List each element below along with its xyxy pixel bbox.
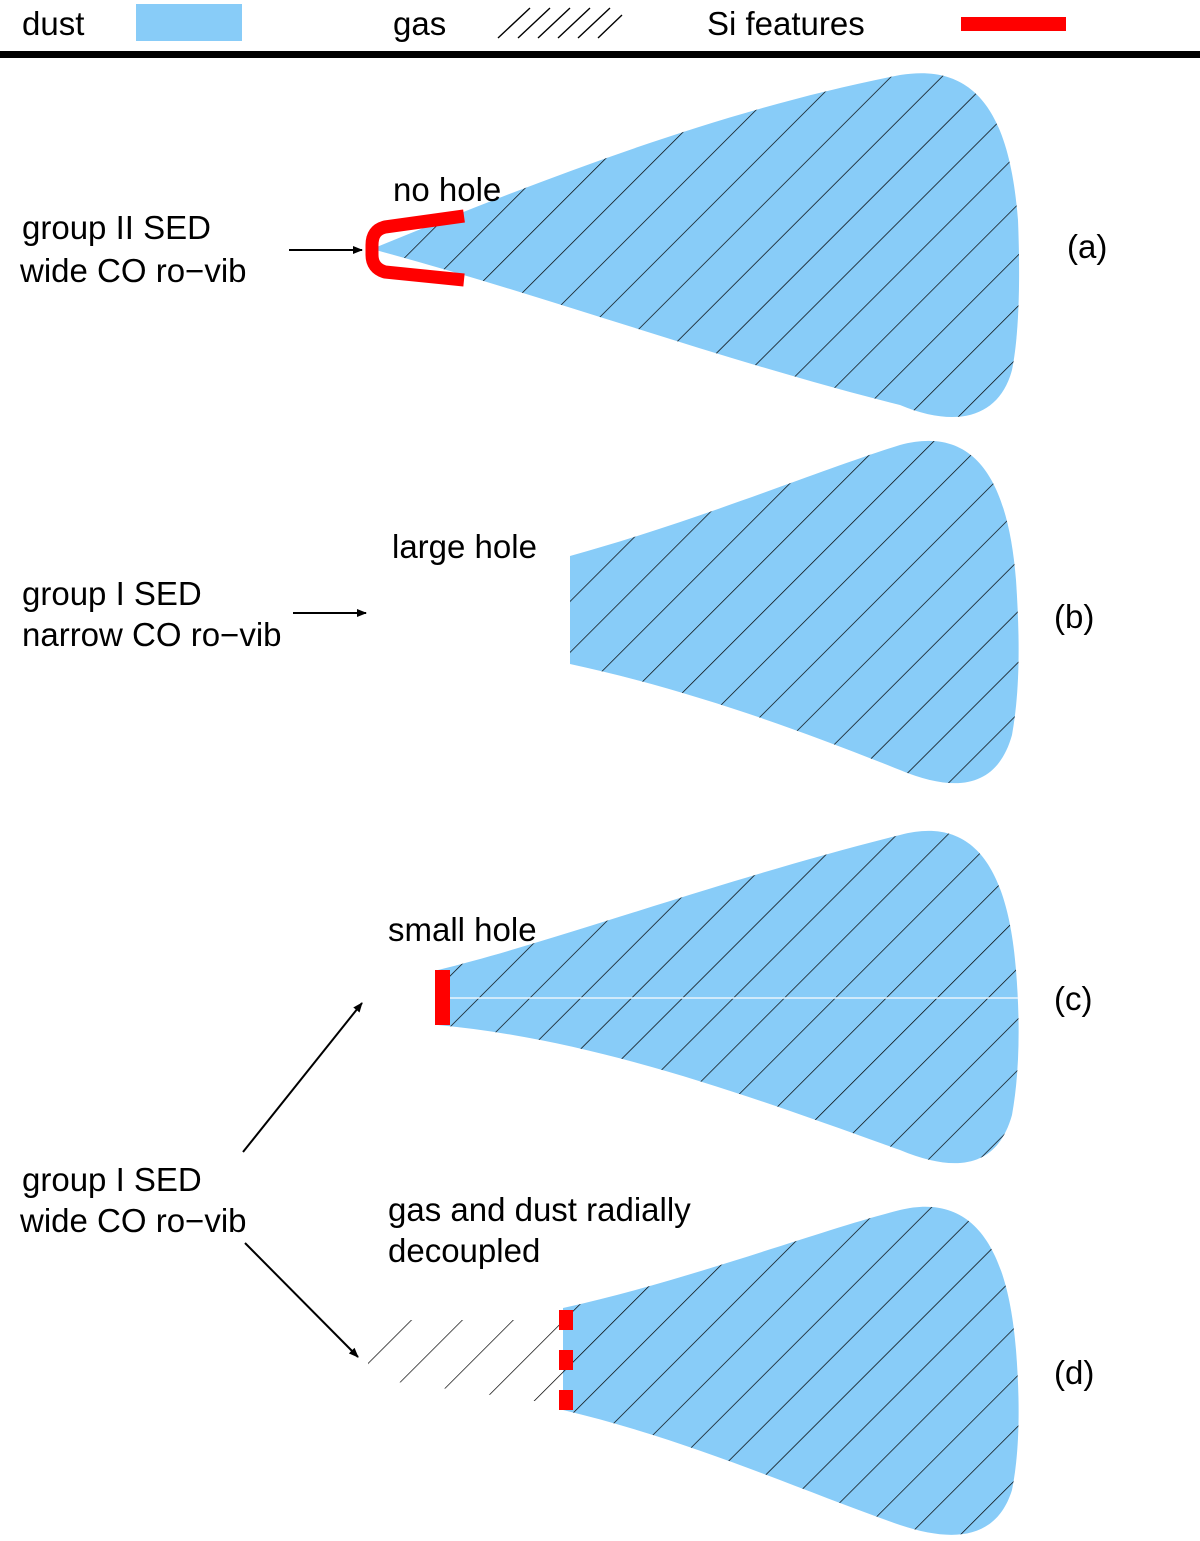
panel-a-tag: (a) bbox=[1067, 228, 1107, 265]
group-a-line2: wide CO ro−vib bbox=[19, 252, 247, 289]
panel-c-gas-hatch bbox=[438, 830, 1019, 1164]
legend-divider bbox=[0, 51, 1200, 58]
group-b-line1: group I SED bbox=[22, 575, 202, 612]
legend: dust gas Si features bbox=[0, 4, 1200, 58]
panel-b-tag: (b) bbox=[1054, 598, 1094, 635]
group-cd: group I SED wide CO ro−vib bbox=[19, 1002, 363, 1358]
panel-b: large hole (b) group I SED narrow CO ro−… bbox=[22, 440, 1094, 784]
panel-d-note-line1: gas and dust radially bbox=[388, 1191, 691, 1228]
panel-c: small hole (c) bbox=[388, 830, 1092, 1164]
panel-d-gas-hatch bbox=[563, 1206, 1019, 1535]
panel-d-tag: (d) bbox=[1054, 1354, 1094, 1391]
panel-a: no hole (a) group II SED wide CO ro−vib bbox=[19, 73, 1107, 418]
panel-a-gas-hatch bbox=[372, 73, 1020, 418]
panel-d-inner-gas-hatch bbox=[368, 1320, 563, 1405]
legend-gas-swatch bbox=[497, 7, 623, 39]
legend-si-label: Si features bbox=[707, 5, 865, 42]
panel-b-note: large hole bbox=[392, 528, 537, 565]
group-cd-arrow-to-d bbox=[244, 1242, 359, 1358]
group-b-line2: narrow CO ro−vib bbox=[22, 616, 282, 653]
panel-c-note: small hole bbox=[388, 911, 537, 948]
group-cd-line1: group I SED bbox=[22, 1161, 202, 1198]
panel-d-si-segment-bottom bbox=[559, 1390, 573, 1410]
legend-gas-label: gas bbox=[393, 5, 446, 42]
panel-d-si-segment-top bbox=[559, 1310, 573, 1330]
group-a-line1: group II SED bbox=[22, 209, 211, 246]
group-cd-arrow-to-c bbox=[242, 1002, 363, 1153]
panel-a-note: no hole bbox=[393, 171, 501, 208]
panel-c-tag: (c) bbox=[1054, 980, 1092, 1017]
panel-b-gas-hatch bbox=[570, 440, 1019, 784]
panel-a-si-rim bbox=[365, 209, 465, 287]
legend-si-swatch bbox=[961, 17, 1066, 31]
panel-d: gas and dust radially decoupled (d) bbox=[368, 1191, 1094, 1535]
panel-d-si-segment-middle bbox=[559, 1350, 573, 1370]
panel-d-note-line2: decoupled bbox=[388, 1232, 540, 1269]
group-cd-line2: wide CO ro−vib bbox=[19, 1202, 247, 1239]
legend-dust-swatch bbox=[136, 4, 242, 41]
legend-dust-label: dust bbox=[22, 5, 84, 42]
panel-c-si-rim bbox=[435, 970, 450, 1025]
